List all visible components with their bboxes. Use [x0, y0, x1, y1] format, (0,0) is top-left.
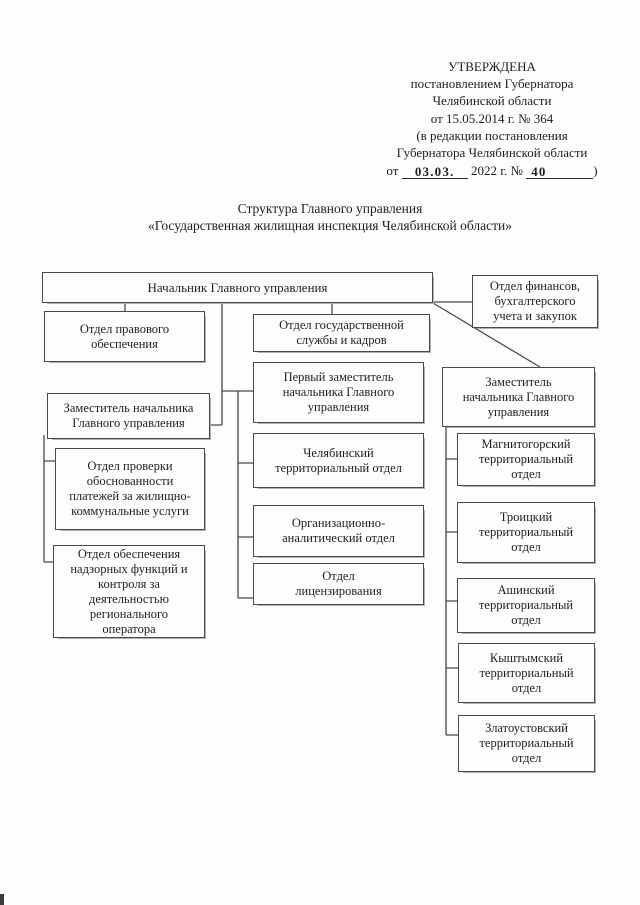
node-kyshtym-territorial: Кыштымский территориальный отдел — [458, 643, 595, 703]
node-first-deputy-head: Первый заместитель начальника Главного у… — [253, 362, 424, 423]
node-finance-department: Отдел финансов, бухгалтерского учета и з… — [472, 275, 598, 328]
node-supervision-department: Отдел обеспечения надзорных функций и ко… — [53, 545, 205, 638]
node-asha-territorial: Ашинский территориальный отдел — [457, 578, 595, 633]
node-deputy-head-left: Заместитель начальника Главного управлен… — [47, 393, 210, 439]
node-legal-department: Отдел правового обеспечения — [44, 311, 205, 362]
node-licensing-department: Отдел лицензирования — [253, 563, 424, 605]
approval-line: от 15.05.2014 г. № 364 — [430, 110, 554, 126]
title-line-1: Структура Главного управления — [237, 201, 423, 216]
node-chelyabinsk-territorial: Челябинский территориальный отдел — [253, 433, 424, 488]
node-payments-check-department: Отдел проверки обоснованности платежей з… — [55, 448, 205, 530]
node-troitsk-territorial: Троицкий территориальный отдел — [457, 502, 595, 563]
amendment-date-value: 03.03. — [414, 164, 455, 180]
amendment-number-value: 40 — [531, 164, 547, 180]
approval-line: УТВЕРЖДЕНА — [448, 59, 536, 74]
left-branch-connector — [43, 435, 55, 563]
amendment-suffix: ) — [593, 163, 598, 179]
page-title: Структура Главного управления «Государст… — [20, 201, 640, 234]
center-branch-connector — [237, 391, 253, 599]
scan-artifact — [0, 894, 4, 905]
approval-line: Челябинской области — [432, 93, 552, 109]
approval-line: постановлением Губернатора — [410, 76, 574, 92]
title-line-2: «Государственная жилищная инспекция Челя… — [147, 217, 513, 233]
amendment-date-blank: 03.03. — [401, 163, 468, 180]
amendment-number-blank: 40 — [526, 163, 594, 180]
node-civil-service-department: Отдел государственной службы и кадров — [253, 314, 430, 352]
node-deputy-head-right: Заместитель начальника Главного управлен… — [442, 367, 595, 427]
approval-line: (в редакции постановления — [416, 127, 568, 143]
node-head-of-directorate: Начальник Главного управления — [42, 272, 433, 303]
node-org-analytics-department: Организационно- аналитический отдел — [253, 505, 424, 557]
approval-amendment-line: от 03.03. 2022 г. № 40) — [342, 162, 640, 180]
amendment-prefix: от — [386, 163, 399, 179]
approval-block: УТВЕРЖДЕНА постановлением Губернатора Че… — [342, 58, 640, 180]
approval-line: Губернатора Челябинской области — [396, 145, 588, 161]
amendment-middle: 2022 г. № — [470, 163, 523, 179]
node-magnitogorsk-territorial: Магнитогорский территориальный отдел — [457, 433, 595, 486]
node-zlatoust-territorial: Златоустовский территориальный отдел — [458, 715, 595, 772]
